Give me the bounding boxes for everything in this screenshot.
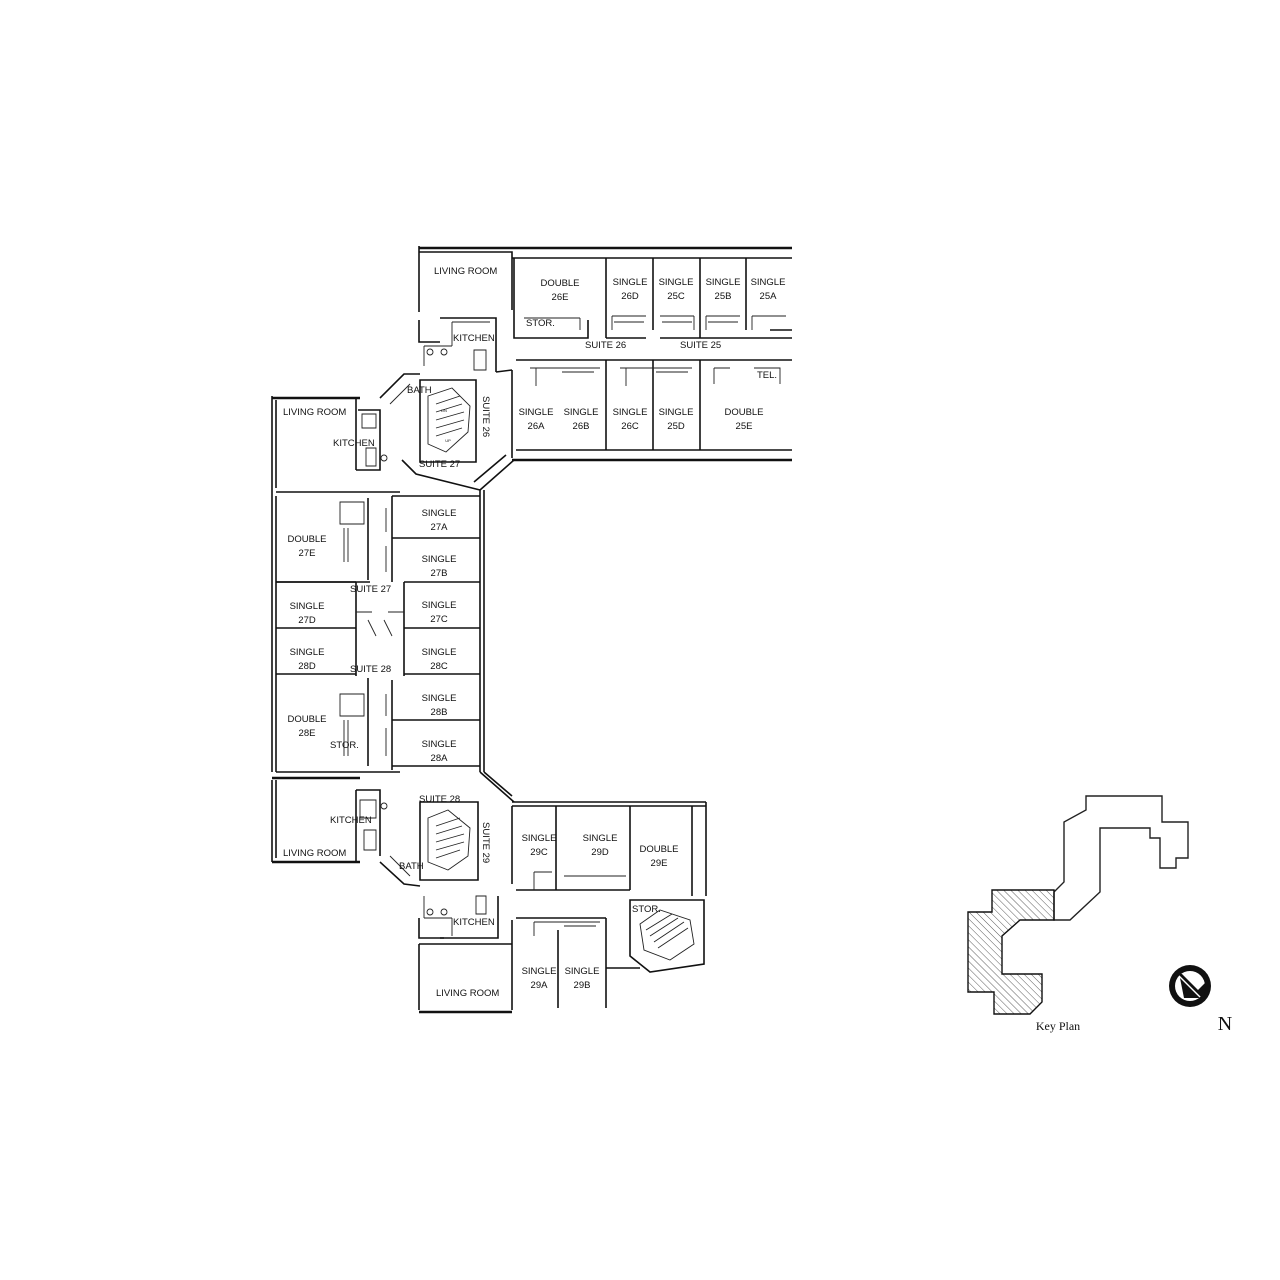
single-28a-type: SINGLE bbox=[422, 739, 457, 750]
single-26c-number: 26C bbox=[621, 421, 639, 432]
key-plan: Key Plan bbox=[967, 795, 1189, 1033]
living-room-27-label: LIVING ROOM bbox=[283, 407, 346, 418]
key-plan-label: Key Plan bbox=[1036, 1019, 1080, 1033]
living-room-28-label: LIVING ROOM bbox=[283, 848, 346, 859]
single-27d-type: SINGLE bbox=[290, 601, 325, 612]
suite-27-label: SUITE 27 bbox=[350, 584, 391, 595]
single-29a-number: 29A bbox=[531, 980, 549, 991]
kitchen-27-label: KITCHEN bbox=[333, 438, 375, 449]
single-27c-number: 27C bbox=[430, 614, 448, 625]
suite-26-vertical-label: SUITE 26 bbox=[480, 396, 491, 437]
suite-29-vertical-label: SUITE 29 bbox=[480, 822, 491, 863]
single-25b-number: 25B bbox=[715, 291, 732, 302]
top-wing bbox=[418, 246, 792, 491]
single-29a-type: SINGLE bbox=[522, 966, 557, 977]
storage-26-label: STOR. bbox=[526, 318, 555, 329]
north-arrow: N bbox=[1169, 965, 1232, 1035]
single-25d-number: 25D bbox=[667, 421, 685, 432]
single-25a-type: SINGLE bbox=[751, 277, 786, 288]
suite-28-stair-label: SUITE 28 bbox=[419, 794, 460, 805]
single-28a-number: 28A bbox=[431, 753, 449, 764]
telephone-label: TEL. bbox=[757, 370, 777, 381]
middle-wing bbox=[271, 490, 485, 780]
suite-26-corridor-label: SUITE 26 bbox=[585, 340, 626, 351]
single-25d-type: SINGLE bbox=[659, 407, 694, 418]
kitchen-top-label: KITCHEN bbox=[453, 333, 495, 344]
single-28b-number: 28B bbox=[431, 707, 448, 718]
double-26e-number: 26E bbox=[552, 292, 569, 303]
double-29e-type: DOUBLE bbox=[639, 844, 678, 855]
storage-28-label: STOR. bbox=[330, 740, 359, 751]
double-28e-type: DOUBLE bbox=[287, 714, 326, 725]
single-25a-number: 25A bbox=[760, 291, 778, 302]
double-28e-number: 28E bbox=[299, 728, 316, 739]
single-28d-type: SINGLE bbox=[290, 647, 325, 658]
single-28d-number: 28D bbox=[298, 661, 316, 672]
suite-28-label: SUITE 28 bbox=[350, 664, 391, 675]
single-27a-number: 27A bbox=[431, 522, 449, 533]
single-26b-type: SINGLE bbox=[564, 407, 599, 418]
bath-top-label: BATH bbox=[407, 385, 432, 396]
single-26a-type: SINGLE bbox=[519, 407, 554, 418]
single-26d-number: 26D bbox=[621, 291, 639, 302]
double-27e-type: DOUBLE bbox=[287, 534, 326, 545]
single-28c-type: SINGLE bbox=[422, 647, 457, 658]
single-28c-number: 28C bbox=[430, 661, 448, 672]
kitchen-bottom-label: KITCHEN bbox=[453, 917, 495, 928]
double-29e-number: 29E bbox=[651, 858, 668, 869]
storage-29-label: STOR. bbox=[632, 904, 661, 915]
suite-labels: SUITE 26 SUITE 25 SUITE 26 SUITE 27 SUIT… bbox=[350, 340, 721, 863]
single-29c-type: SINGLE bbox=[522, 833, 557, 844]
bottom-wing bbox=[418, 801, 707, 1014]
key-plan-highlight bbox=[967, 889, 1055, 1015]
single-29d-type: SINGLE bbox=[583, 833, 618, 844]
single-25c-number: 25C bbox=[667, 291, 685, 302]
single-27b-number: 27B bbox=[431, 568, 448, 579]
single-27d-number: 27D bbox=[298, 615, 316, 626]
single-28b-type: SINGLE bbox=[422, 693, 457, 704]
single-29b-number: 29B bbox=[574, 980, 591, 991]
single-26c-type: SINGLE bbox=[613, 407, 648, 418]
north-label: N bbox=[1218, 1013, 1232, 1035]
living-room-26-label: LIVING ROOM bbox=[434, 266, 497, 277]
single-29b-type: SINGLE bbox=[565, 966, 600, 977]
single-27c-type: SINGLE bbox=[422, 600, 457, 611]
single-26b-number: 26B bbox=[573, 421, 590, 432]
compass-arrow-icon bbox=[1176, 972, 1206, 1000]
double-25e-number: 25E bbox=[736, 421, 753, 432]
single-29c-number: 29C bbox=[530, 847, 548, 858]
suite-27-stair-label: SUITE 27 bbox=[419, 459, 460, 470]
stair-up-label: UP bbox=[445, 438, 451, 443]
single-27b-type: SINGLE bbox=[422, 554, 457, 565]
double-26e-type: DOUBLE bbox=[540, 278, 579, 289]
living-room-29-label: LIVING ROOM bbox=[436, 988, 499, 999]
suite-28-living bbox=[271, 771, 515, 887]
single-27a-type: SINGLE bbox=[422, 508, 457, 519]
kitchen-28-label: KITCHEN bbox=[330, 815, 372, 826]
single-26a-number: 26A bbox=[528, 421, 546, 432]
single-25c-type: SINGLE bbox=[659, 277, 694, 288]
bath-bottom-label: BATH bbox=[399, 861, 424, 872]
room-labels: LIVING ROOM DOUBLE 26E SINGLE 26D SINGLE… bbox=[283, 266, 785, 999]
single-29d-number: 29D bbox=[591, 847, 609, 858]
double-27e-number: 27E bbox=[299, 548, 316, 559]
single-25b-type: SINGLE bbox=[706, 277, 741, 288]
single-26d-type: SINGLE bbox=[613, 277, 648, 288]
suite-27-living bbox=[271, 373, 481, 496]
double-25e-type: DOUBLE bbox=[724, 407, 763, 418]
suite-25-corridor-label: SUITE 25 bbox=[680, 340, 721, 351]
service-labels: KITCHEN KITCHEN KITCHEN KITCHEN BATH BAT… bbox=[330, 318, 777, 928]
stair-down-label: DN bbox=[441, 408, 447, 413]
